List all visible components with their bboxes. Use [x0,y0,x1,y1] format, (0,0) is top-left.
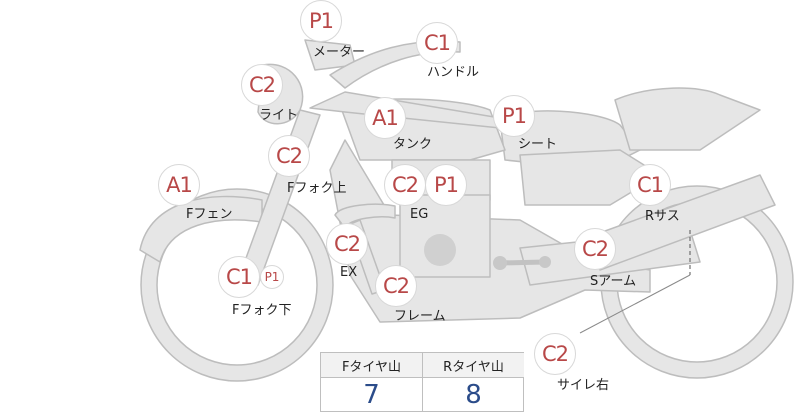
tank-grade-badge: A1 [364,97,406,139]
front-fender-shape [139,195,263,263]
tank-label: タンク [393,137,433,152]
swingarm-label: Sアーム [590,274,637,289]
muffler-right-label: サイレ右 [557,378,610,393]
engine-grade-badge: C2 [384,164,426,206]
rear-tire-value: 8 [465,380,482,410]
ffender-grade-badge: A1 [158,164,200,206]
handle-label: ハンドル [427,65,480,80]
swingarm-grade-badge: C2 [574,228,616,270]
seat-grade-badge: P1 [493,95,535,137]
ffork-lower-label: Fフォク下 [232,303,292,318]
rear-tire-column: Rタイヤ山 8 [423,353,524,411]
ffender-label: Fフェン [186,207,233,222]
rsus-label: Rサス [645,209,680,224]
ffork-lower-grade-badge: C1 [218,256,260,298]
ffork-upper-label: Fフォク上 [287,181,347,196]
exhaust-grade-badge: C2 [326,223,368,265]
rear-tire-header: Rタイヤ山 [423,353,524,378]
engine-label: EG [410,207,429,222]
meter-label: メーター [313,45,366,60]
rsus-grade-badge: C1 [629,164,671,206]
frame-grade-badge: C2 [375,265,417,307]
light-grade-badge: C2 [241,64,283,106]
light-label: ライト [259,108,299,123]
seat-label: シート [518,137,558,152]
muffler-leader-line [579,274,691,334]
ffork-upper-grade-badge: C2 [268,135,310,177]
front-tire-value: 7 [363,380,380,410]
engine-cover-shape [424,234,456,266]
meter-grade-badge: P1 [300,0,342,42]
axle-left [493,256,507,270]
front-tire-column: Fタイヤ山 7 [321,353,423,411]
axle-right [539,256,551,268]
frame-label: フレーム [394,309,446,324]
ffork-lower-grade-badge-2: P1 [260,265,284,289]
exhaust-shape [334,203,396,229]
tire-tread-table: Fタイヤ山 7 Rタイヤ山 8 [320,352,524,412]
engine-grade-badge-2: P1 [425,164,467,206]
axle-rod [499,259,546,266]
front-tire-header: Fタイヤ山 [321,353,422,378]
rear-cowl-shape [614,87,761,151]
muffler-right-grade-badge: C2 [534,333,576,375]
exhaust-label: EX [340,265,358,280]
handle-grade-badge: C1 [416,22,458,64]
